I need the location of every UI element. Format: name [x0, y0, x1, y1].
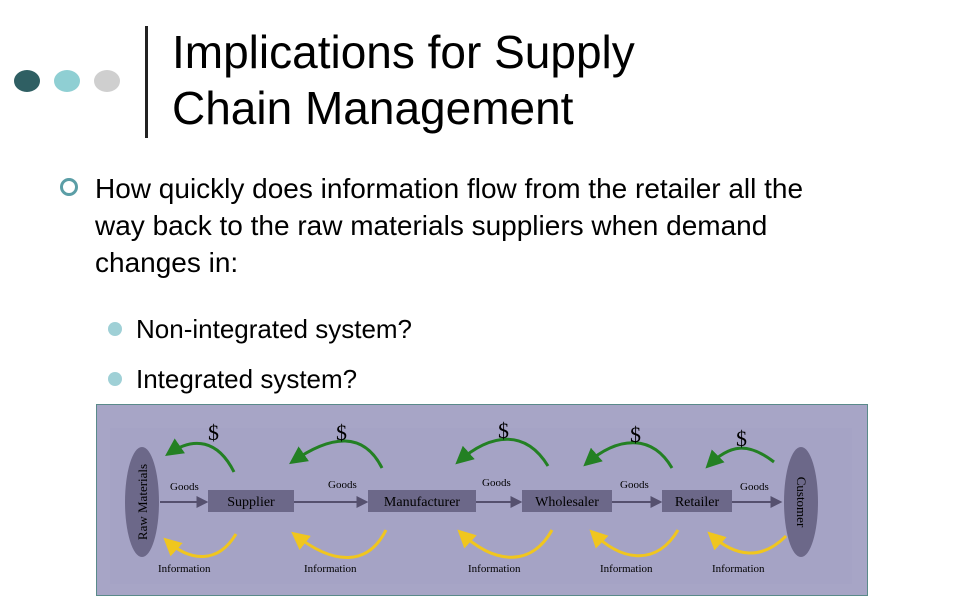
- money-label-2: $: [336, 420, 347, 445]
- supplier-box: [208, 490, 294, 512]
- info-label-3: Information: [468, 563, 521, 575]
- info-arrow-3: [457, 529, 554, 559]
- sub-item-non-integrated: Non-integrated system?: [136, 314, 413, 344]
- dot-bullet-icon: [108, 372, 122, 386]
- slide-title: Implications for Supply Chain Management: [172, 24, 932, 136]
- sub-item-integrated: Integrated system?: [136, 364, 358, 394]
- info-label-4: Information: [600, 563, 653, 575]
- retailer-label: Retailer: [675, 495, 720, 510]
- raw-materials-oval: [125, 447, 159, 557]
- info-label-1: Information: [158, 563, 211, 575]
- goods-label-2: Goods: [328, 479, 357, 491]
- dot-dark: [14, 70, 40, 92]
- manufacturer-box: [368, 490, 476, 512]
- money-label-3: $: [498, 418, 509, 443]
- title-line-2: Chain Management: [172, 82, 574, 134]
- money-arrow-5: [705, 446, 775, 469]
- question-text: How quickly does information flow from t…: [95, 173, 804, 278]
- goods-label-4: Goods: [620, 479, 649, 491]
- info-label-2: Information: [304, 563, 357, 575]
- supplier-label: Supplier: [227, 495, 275, 510]
- money-label-5: $: [736, 426, 747, 451]
- dot-teal: [54, 70, 80, 92]
- title-line-1: Implications for Supply: [172, 26, 635, 78]
- manufacturer-label: Manufacturer: [384, 495, 461, 510]
- dot-gray: [94, 70, 120, 92]
- customer-label: Customer: [794, 477, 809, 528]
- info-arrow-4: [589, 529, 680, 558]
- wholesaler-box: [522, 490, 612, 512]
- money-arrow-4: [583, 441, 674, 469]
- money-arrow-3: [455, 437, 550, 467]
- goods-label-1: Goods: [170, 481, 199, 493]
- decorative-dots: [14, 70, 124, 96]
- money-label-4: $: [630, 422, 641, 447]
- info-arrow-1: [163, 533, 238, 558]
- customer-oval: [784, 447, 818, 557]
- raw-materials-label: Raw Materials: [135, 464, 150, 540]
- money-arrow-2: [289, 439, 384, 469]
- money-arrow-1: [165, 438, 236, 473]
- title-divider: [145, 26, 148, 138]
- goods-label-3: Goods: [482, 477, 511, 489]
- supply-chain-diagram: Raw Materials Customer Supplier Manufact…: [96, 404, 868, 596]
- info-label-5: Information: [712, 563, 765, 575]
- info-arrow-2: [291, 529, 388, 559]
- goods-label-5: Goods: [740, 481, 769, 493]
- retailer-box: [662, 490, 732, 512]
- wholesaler-label: Wholesaler: [535, 495, 599, 510]
- info-arrow-5: [707, 531, 788, 555]
- dot-bullet-icon: [108, 322, 122, 336]
- money-label-1: $: [208, 420, 219, 445]
- ring-bullet-icon: [60, 178, 78, 196]
